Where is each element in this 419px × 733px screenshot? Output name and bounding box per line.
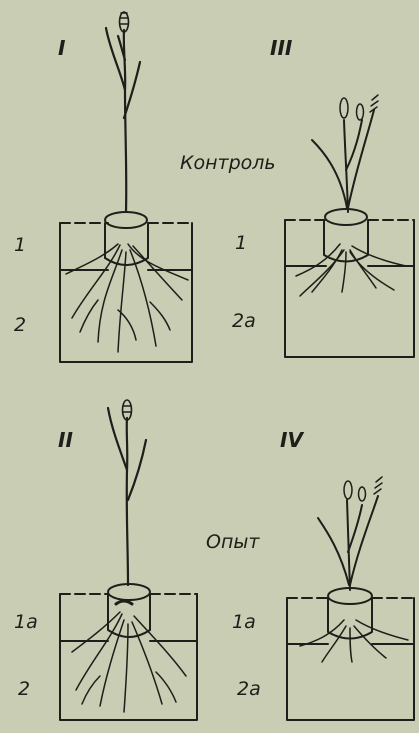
layer-label-iii-bottom: 2a	[232, 310, 256, 332]
plant-iii-roots	[296, 244, 406, 296]
layer-label-i-bottom: 2	[14, 314, 26, 336]
plant-label-ii: II	[58, 428, 73, 452]
plant-label-iv: IV	[280, 428, 303, 452]
plant-iv-spikes	[344, 477, 382, 501]
layer-label-i-top: 1	[14, 234, 26, 256]
plant-label-i: I	[58, 36, 65, 60]
plant-ii-drawing	[60, 400, 197, 720]
plant-label-iii: III	[270, 36, 292, 60]
plant-iii-shoot	[312, 110, 374, 212]
layer-label-iv-bottom: 2a	[237, 678, 261, 700]
layer-label-ii-top: 1a	[14, 611, 38, 633]
plant-iv-roots	[300, 620, 408, 662]
caption-experiment: Опыт	[206, 531, 259, 553]
plant-iv-shoot	[318, 496, 378, 590]
plant-i-shoot	[106, 28, 140, 212]
layer-label-ii-bottom: 2	[18, 678, 30, 700]
plant-i-pot	[60, 212, 192, 362]
plant-ii-pot	[60, 584, 197, 720]
plant-ii-roots	[72, 612, 186, 712]
caption-control: Контроль	[180, 152, 276, 174]
plant-i-drawing	[60, 12, 192, 362]
plant-iv-drawing	[287, 477, 414, 720]
plant-iii-pot	[285, 209, 414, 357]
layer-label-iii-top: 1	[235, 232, 247, 254]
plant-ii-shoot	[108, 408, 146, 585]
plant-i-roots	[66, 244, 188, 352]
plant-iii-drawing	[285, 95, 414, 357]
layer-label-iv-top: 1a	[232, 611, 256, 633]
